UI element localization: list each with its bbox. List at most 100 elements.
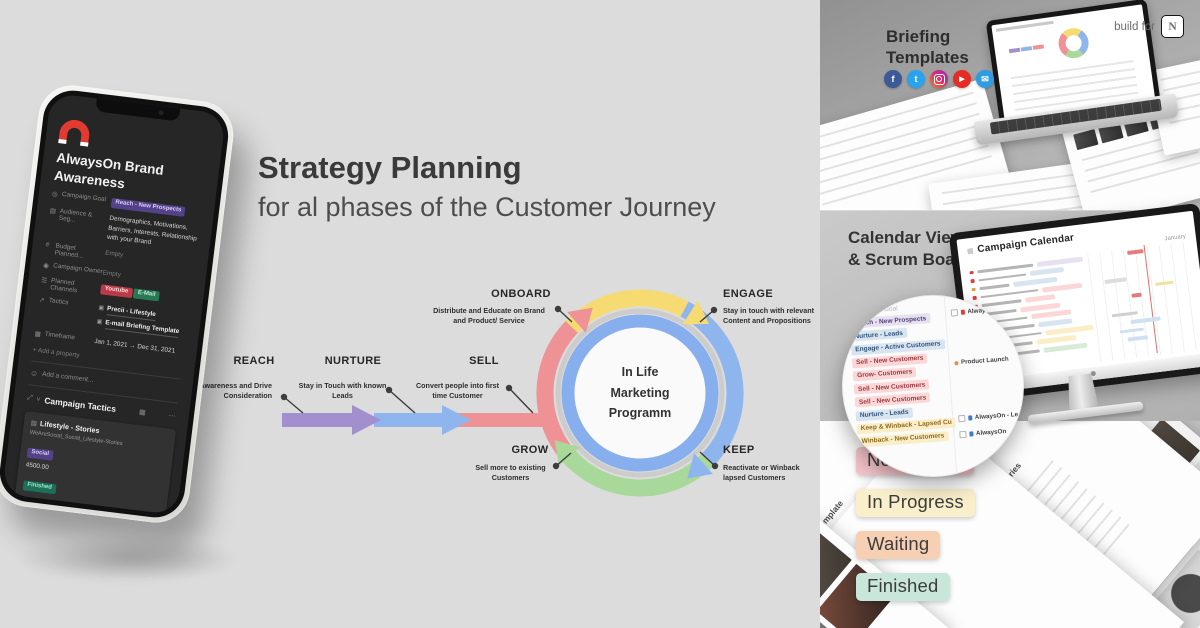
stage-label-nurture: NURTURE	[324, 355, 382, 367]
grow-arc-arrowhead	[567, 307, 593, 333]
hero-title: Strategy Planning	[258, 150, 522, 185]
list-icon: ▤	[49, 207, 57, 216]
center-line2: Marketing	[610, 385, 670, 400]
engage-arc-arrowhead	[687, 453, 713, 479]
checkbox-icon	[959, 430, 967, 439]
stage-label-reach: REACH	[233, 355, 275, 367]
journey-center-label: In Life Marketing Programm	[580, 362, 700, 424]
goal-tag[interactable]: Reach - New Prospects	[110, 198, 186, 217]
status-pill-waiting: Waiting	[856, 531, 941, 559]
calendar-title: Calendar View & Scrum Board	[848, 228, 972, 270]
bullet-icon	[954, 360, 959, 365]
audience-value: Demographics, Motivations, Barriers, Int…	[106, 214, 198, 247]
briefing-title: Briefing Templates	[886, 27, 969, 68]
inner-blue-ring	[561, 314, 719, 472]
youtube-icon[interactable]: ▶	[953, 70, 971, 88]
onboard-arc-arrowhead	[682, 300, 709, 325]
magnifier-content: Campaign Goal Reach - New Prospects Nurt…	[842, 295, 1024, 477]
center-line3: Programm	[608, 406, 672, 421]
loupe-tag: Nurture - Leads	[850, 328, 908, 343]
stage-desc-nurture: Stay in Touch with known Leads	[298, 381, 387, 401]
stage-desc-grow: Sell more to existing Customers	[475, 463, 546, 483]
page-mini-icon	[968, 431, 974, 437]
nurture-arrow	[374, 405, 471, 435]
customer-journey-diagram	[280, 289, 744, 497]
screen-title: Campaign Calendar	[976, 232, 1075, 256]
property-label: Budget Planned...	[54, 242, 84, 260]
loupe-row: AlwaysOn	[959, 428, 1007, 439]
more-icon: ⋯	[168, 412, 177, 421]
property-label: Timeframe	[44, 330, 76, 342]
arrow-icon: ↗	[38, 297, 45, 305]
magnifier-detail: Campaign Goal Reach - New Prospects Nurt…	[842, 295, 1024, 477]
stage-label-sell: SELL	[469, 355, 499, 367]
loupe-tag: Grow- Customers	[852, 367, 917, 382]
stage-label-grow: GROW	[511, 444, 549, 456]
journey-ring-shadow	[555, 308, 725, 478]
hero-subtitle: for al phases of the Customer Journey	[258, 192, 716, 222]
channel-tag-youtube[interactable]: Youtube	[100, 284, 133, 299]
notion-logo-icon: N	[1161, 15, 1184, 38]
facebook-icon[interactable]: f	[884, 70, 902, 88]
card-tag-social: Social	[26, 447, 54, 461]
card-status-finished: Finished	[22, 480, 57, 495]
calendar-icon: ▦	[34, 330, 42, 338]
phone-floor-shadow	[14, 536, 240, 582]
stage-label-engage: ENGAGE	[723, 288, 774, 300]
page-icon: ▣	[96, 318, 103, 326]
smiley-icon: ☺	[29, 368, 39, 379]
loupe-row: Product Launch	[954, 356, 1009, 367]
build-for-badge: build for N	[1114, 15, 1184, 38]
add-comment-button[interactable]: ☺ Add a comment...	[29, 368, 94, 385]
channel-tag-email[interactable]: E-Mail	[133, 288, 160, 302]
sell-arrow	[448, 413, 555, 427]
status-pill-in-progress: In Progress	[856, 489, 975, 517]
email-icon[interactable]: ✉	[976, 70, 994, 88]
briefing-panel: Briefing Templates f t ▶ ✉ build for N	[820, 0, 1200, 210]
social-icons-row: f t ▶ ✉	[884, 70, 994, 88]
phone-mockup: AlwaysOn Brand Awareness ◎Campaign Goal …	[0, 81, 238, 527]
loupe-tag: Sell - New Customers	[854, 392, 931, 408]
person-icon: ◉	[42, 261, 50, 270]
instagram-icon[interactable]	[930, 70, 948, 88]
checkbox-icon	[958, 414, 966, 423]
tactics-section-title: Campaign Tactics	[43, 395, 117, 415]
property-label: Audience & Seg...	[58, 207, 93, 224]
loupe-tag: Reach - New Prospects	[849, 313, 931, 329]
label-connector-dots	[280, 305, 719, 470]
right-column: Briefing Templates f t ▶ ✉ build for N C…	[820, 0, 1200, 628]
page-icon: ▣	[97, 305, 105, 312]
loupe-tag: Winback - New Customers	[857, 430, 949, 448]
target-icon: ◎	[51, 190, 58, 199]
loupe-tag: Engage - Active Customers	[850, 338, 945, 356]
stage-desc-sell: Convert people into first time Customer	[415, 381, 500, 401]
reach-arrow	[282, 405, 381, 435]
camera-dot	[158, 110, 164, 116]
twitter-icon[interactable]: t	[907, 70, 925, 88]
stage-desc-reach: Awareness and Drive Consideration	[199, 381, 272, 401]
chevron-down-icon: ˅	[35, 395, 41, 404]
keep-arc-arrowhead	[554, 440, 580, 466]
document-icon: ▤	[19, 511, 26, 515]
property-label: Planned Channels	[49, 277, 78, 295]
stage-label-onboard: ONBOARD	[491, 288, 551, 300]
magnet-mini-icon	[960, 309, 966, 315]
loupe-tag: Nurture - Leads	[855, 407, 913, 421]
property-label: Tactics	[48, 297, 69, 307]
expand-icon: ⤢	[26, 394, 33, 402]
board-view-icon: ▦	[138, 409, 147, 417]
checkbox-icon	[950, 309, 959, 317]
journey-center-disc	[574, 327, 706, 459]
stage-label-keep: KEEP	[723, 444, 755, 456]
magnet-logo-icon	[58, 118, 92, 147]
number-icon: #	[45, 240, 50, 249]
mini-arrows	[1008, 44, 1045, 54]
loupe-divider	[943, 295, 958, 476]
stage-desc-onboard: Distribute and Educate on Brand and Prod…	[433, 306, 545, 326]
build-for-text: build for	[1114, 20, 1155, 33]
center-line1: In Life	[621, 365, 659, 379]
property-label: Campaign Owner	[52, 262, 104, 276]
board-icon: ▦	[966, 247, 974, 256]
menu-icon: ☰	[40, 277, 48, 285]
